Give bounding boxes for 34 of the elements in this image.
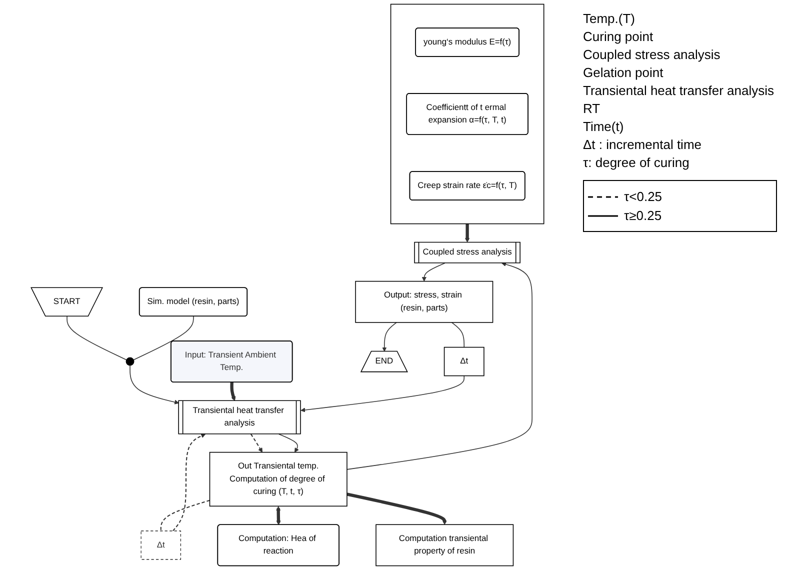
note-text: Time(t) xyxy=(583,119,625,134)
node-box: Output: stress, strain (resin, parts) xyxy=(355,280,494,323)
node-box: Computation transiental property of resin xyxy=(376,524,514,566)
arrow xyxy=(278,434,299,453)
node-box: Δt xyxy=(444,346,484,376)
arrow xyxy=(230,382,236,402)
node-box: Δt xyxy=(140,530,181,560)
note-text: RT xyxy=(583,101,602,116)
arrow xyxy=(422,262,446,282)
cluster xyxy=(390,4,544,224)
arrow xyxy=(464,224,470,242)
legend-label: τ<0.25 xyxy=(624,189,662,204)
connector xyxy=(66,316,127,360)
arrow xyxy=(346,492,447,525)
legend-label: τ≥0.25 xyxy=(624,208,662,223)
arrow xyxy=(172,434,206,532)
arrow xyxy=(130,365,180,404)
arrow xyxy=(276,506,281,526)
arrow xyxy=(346,262,532,470)
node-box: Out Transiental temp. Computation of degree of curing (T, t, τ) xyxy=(209,452,348,507)
note-text: Curing point xyxy=(583,29,654,44)
note-text: Δt : incremental time xyxy=(583,137,702,152)
note-text: τ: degree of curing xyxy=(583,155,690,170)
connector xyxy=(451,322,464,348)
note-text: Temp.(T) xyxy=(583,11,636,26)
note-text: Gelation point xyxy=(583,65,664,80)
arrow xyxy=(300,375,464,412)
note-text: Transiental heat transfer analysis xyxy=(583,83,776,98)
note-text: Coupled stress analysis xyxy=(583,47,722,62)
connector xyxy=(133,316,194,360)
node-circle xyxy=(126,357,134,366)
arrow xyxy=(382,322,397,352)
arrow xyxy=(250,434,263,453)
connector xyxy=(160,500,210,531)
